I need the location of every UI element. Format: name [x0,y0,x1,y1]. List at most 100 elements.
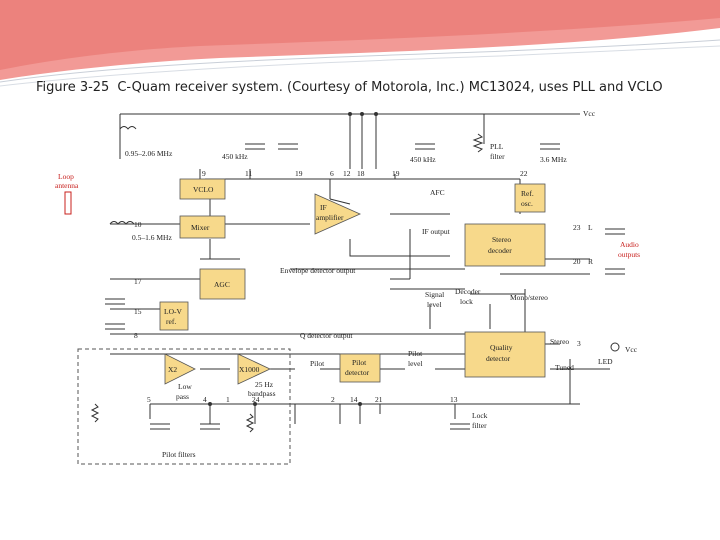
pilot-label: Pilot [310,359,325,368]
decoder-lock-label-2: lock [460,297,473,306]
q-detector-output-label: Q detector output [300,331,353,340]
svg-text:11: 11 [245,169,252,178]
bandpass-label-2: bandpass [248,389,276,398]
svg-text:20: 20 [573,257,581,266]
svg-text:21: 21 [375,395,383,404]
svg-text:19: 19 [392,169,400,178]
pilot-detector-label-2: detector [345,368,370,377]
signal-level-label-1: Signal [425,290,444,299]
mixer-label: Mixer [191,223,210,232]
ref-osc-block [514,183,546,213]
circuit-diagram: VCLO Mixer AGC LO-V ref. IF amplifier St… [55,109,640,465]
if-amplifier-label-1: IF [320,203,327,212]
header-swoosh-decoration [0,0,720,87]
svg-text:9: 9 [202,169,206,178]
svg-text:19: 19 [295,169,303,178]
low-pass-label-1: Low [178,382,192,391]
led-symbol [610,342,620,352]
lov-ref-label-1: LO-V [164,307,182,316]
signal-level-label-2: level [427,300,442,309]
pin-numbers: 9 11 19 6 12 18 19 22 10 23 20 17 15 8 3… [134,169,581,404]
stereo-decoder-block [464,223,546,267]
figure-caption: Figure 3-25 C-Quam receiver system. (Cour… [36,80,663,95]
svg-text:22: 22 [520,169,528,178]
caption-text: C-Quam receiver system. (Courtesy of Mot… [117,80,663,95]
svg-text:4: 4 [203,395,207,404]
pilot-detector-label-1: Pilot [352,358,367,367]
capacitor-symbols [105,143,625,430]
loop-antenna-label-2: antenna [55,181,79,190]
pilot-level-label-2: level [408,359,423,368]
svg-text:17: 17 [134,277,142,286]
inductor-symbols [109,126,137,225]
svg-text:24: 24 [252,395,260,404]
x1000-amplifier-block [237,353,271,385]
bandpass-label-1: 25 Hz [255,380,274,389]
tuned-label: Tuned [555,363,574,372]
x2-label: X2 [168,365,177,374]
lock-filter-label-2: filter [472,421,487,430]
svg-text:12: 12 [343,169,351,178]
envelope-output-label: Envelope detector output [280,266,356,275]
freq-range-mid-label: 0.5–1.6 MHz [132,233,172,242]
ref-osc-label-2: osc. [521,199,533,208]
loop-antenna-label-1: Loop [58,172,74,181]
pilot-detector-block [339,353,381,383]
svg-text:18: 18 [357,169,365,178]
agc-label: AGC [214,280,230,289]
svg-text:23: 23 [573,223,581,232]
450khz-label-a: 450 kHz [222,152,248,161]
stereo-decoder-label-2: decoder [488,246,512,255]
svg-text:3: 3 [577,339,581,348]
quality-detector-label-2: detector [486,354,511,363]
lov-ref-label-2: ref. [166,317,176,326]
agc-block [199,268,246,300]
quality-detector-label-1: Quality [490,343,513,352]
decoder-lock-label-1: Decoder [455,287,481,296]
output-l-label: L [588,223,593,232]
pilot-level-label-1: Pilot [408,349,423,358]
loop-antenna-symbol [64,191,72,215]
pilot-filters-label: Pilot filters [162,450,196,459]
svg-text:13: 13 [450,395,458,404]
svg-text:5: 5 [147,395,151,404]
if-output-label: IF output [422,227,451,236]
figure-label: Figure 3-25 [36,80,110,95]
3-6mhz-label: 3.6 MHz [540,155,567,164]
lov-ref-block [159,301,189,331]
audio-outputs-label-2: outputs [618,250,640,259]
mono-stereo-label: Mono/stereo [510,293,548,302]
ref-osc-label-1: Ref. [521,189,534,198]
resistor-symbols [90,133,484,433]
output-r-label: R [588,257,593,266]
led-label: LED [598,357,613,366]
pll-filter-label-1: PLL [490,142,504,151]
if-amplifier-block [314,193,361,235]
audio-outputs-label-1: Audio [620,240,639,249]
stereo-decoder-label-1: Stereo [492,235,511,244]
vcc-top-label: Vcc [583,109,596,118]
lock-filter-label-1: Lock [472,411,488,420]
450khz-label-b: 450 kHz [410,155,436,164]
low-pass-label-2: pass [176,392,189,401]
svg-text:1: 1 [226,395,230,404]
vcc-led-label: Vcc [625,345,638,354]
x1000-label: X1000 [239,365,260,374]
junction-dots [208,112,378,406]
svg-text:14: 14 [350,395,358,404]
quality-detector-block [464,331,546,378]
svg-text:2: 2 [331,395,335,404]
afc-label: AFC [430,188,445,197]
svg-text:10: 10 [134,220,142,229]
freq-range-top-label: 0.95–2.06 MHz [125,149,173,158]
mixer-block [179,215,226,239]
svg-text:8: 8 [134,331,138,340]
svg-text:15: 15 [134,307,142,316]
pll-filter-label-2: filter [490,152,505,161]
svg-text:6: 6 [330,169,334,178]
stereo-label: Stereo [550,337,569,346]
vclo-label: VCLO [193,185,214,194]
if-amplifier-label-2: amplifier [316,213,344,222]
x2-amplifier-block [164,353,196,385]
vclo-block [179,178,226,200]
